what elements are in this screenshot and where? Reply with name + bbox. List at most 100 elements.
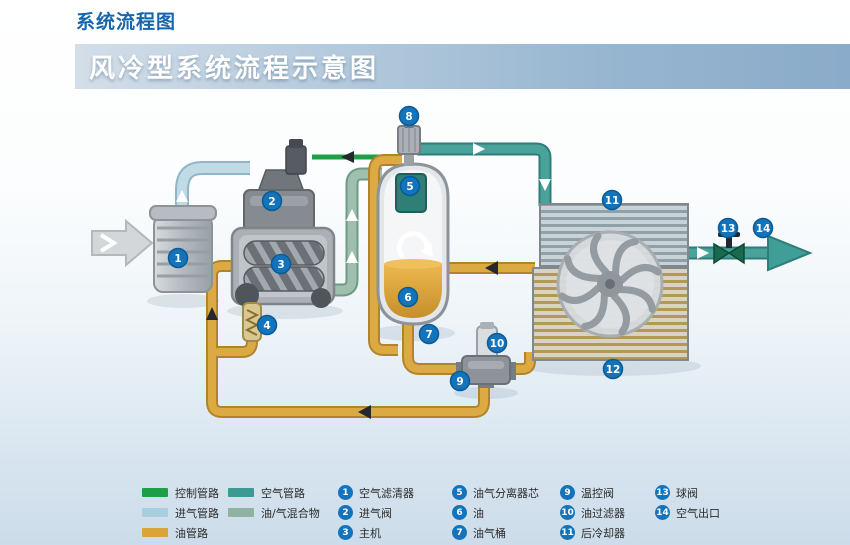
legend-items-col-4: 13 球阀 14 空气出口 bbox=[655, 485, 720, 520]
legend-badge: 2 bbox=[338, 505, 353, 520]
intake-valve bbox=[243, 139, 315, 233]
control-line-swatch bbox=[142, 488, 168, 497]
svg-text:3: 3 bbox=[277, 259, 284, 271]
legend-item: 2 进气阀 bbox=[338, 505, 414, 520]
legend-line-mixture: 油/气混合物 bbox=[228, 505, 320, 520]
flow-arrows bbox=[176, 143, 709, 419]
separator-tank bbox=[376, 162, 450, 326]
page-title: 系统流程图 bbox=[76, 11, 177, 33]
air-outlet-arrow-icon bbox=[767, 234, 813, 272]
legend-item: 10 油过滤器 bbox=[560, 505, 625, 520]
banner: 风冷型系统流程示意图 bbox=[75, 44, 850, 89]
legend-item: 11 后冷却器 bbox=[560, 525, 625, 540]
legend-badge: 11 bbox=[560, 525, 575, 540]
svg-text:11: 11 bbox=[605, 195, 620, 207]
legend-label: 油 bbox=[473, 506, 484, 520]
svg-text:1: 1 bbox=[174, 253, 181, 265]
legend-badge: 1 bbox=[338, 485, 353, 500]
legend-badge: 3 bbox=[338, 525, 353, 540]
legend-item: 3 主机 bbox=[338, 525, 414, 540]
flow-arrow-icon bbox=[206, 307, 218, 320]
flow-arrow-icon bbox=[346, 209, 358, 221]
badge-2: 2 bbox=[261, 190, 283, 212]
legend-label: 油气桶 bbox=[473, 526, 506, 540]
flow-arrow-icon bbox=[485, 261, 498, 275]
air-inlet-arrow-icon bbox=[91, 218, 154, 268]
badge-1: 1 bbox=[167, 247, 189, 269]
legend-label: 油/气混合物 bbox=[261, 506, 320, 520]
legend-label: 温控阀 bbox=[581, 486, 614, 500]
svg-text:12: 12 bbox=[606, 364, 621, 376]
legend-badge: 14 bbox=[655, 505, 670, 520]
flow-arrow-icon bbox=[473, 143, 485, 155]
flow-arrow-icon bbox=[346, 251, 358, 263]
legend-label: 后冷却器 bbox=[581, 526, 625, 540]
legend-label: 油过滤器 bbox=[581, 506, 625, 520]
legend-label: 控制管路 bbox=[175, 486, 219, 500]
flow-arrow-icon bbox=[341, 151, 354, 163]
legend-item: 14 空气出口 bbox=[655, 505, 720, 520]
flow-arrow-icon bbox=[176, 190, 188, 202]
svg-text:8: 8 bbox=[405, 111, 412, 123]
badge-6: 6 bbox=[397, 286, 419, 308]
legend-badge: 7 bbox=[452, 525, 467, 540]
air-line-swatch bbox=[228, 488, 254, 497]
legend-badge: 5 bbox=[452, 485, 467, 500]
svg-text:14: 14 bbox=[756, 223, 771, 235]
mixture-line-swatch bbox=[228, 508, 254, 517]
legend-label: 油管路 bbox=[175, 526, 208, 540]
legend-line-control: 控制管路 bbox=[142, 485, 219, 500]
legend-item: 7 油气桶 bbox=[452, 525, 539, 540]
badge-3: 3 bbox=[270, 253, 292, 275]
legend-label: 进气管路 bbox=[175, 506, 219, 520]
svg-text:7: 7 bbox=[425, 329, 432, 341]
legend-line-col-2: 空气管路 油/气混合物 bbox=[228, 485, 320, 520]
badge-12: 12 bbox=[602, 358, 624, 380]
legend-line-oil: 油管路 bbox=[142, 525, 219, 540]
svg-text:6: 6 bbox=[404, 292, 411, 304]
legend-label: 球阀 bbox=[676, 486, 698, 500]
flow-arrow-icon bbox=[539, 179, 551, 191]
oil-line-swatch bbox=[142, 528, 168, 537]
svg-text:2: 2 bbox=[268, 196, 275, 208]
legend-label: 空气管路 bbox=[261, 486, 305, 500]
legend-line-intake: 进气管路 bbox=[142, 505, 219, 520]
swirl-arrowhead-icon bbox=[421, 242, 433, 257]
legend-item: 13 球阀 bbox=[655, 485, 720, 500]
badge-4: 4 bbox=[256, 314, 278, 336]
banner-title: 风冷型系统流程示意图 bbox=[89, 54, 380, 84]
air-filter bbox=[149, 205, 217, 293]
legend-label: 空气滤清器 bbox=[359, 486, 414, 500]
intake-line-swatch bbox=[142, 508, 168, 517]
badge-11: 11 bbox=[601, 189, 623, 211]
legend-line-air: 空气管路 bbox=[228, 485, 320, 500]
svg-text:9: 9 bbox=[456, 376, 463, 388]
legend-badge: 13 bbox=[655, 485, 670, 500]
swirl-arrow-icon bbox=[396, 231, 430, 259]
cooling-fan bbox=[556, 230, 664, 338]
flow-arrow-icon bbox=[697, 247, 709, 259]
badge-7: 7 bbox=[418, 323, 440, 345]
legend-badge: 9 bbox=[560, 485, 575, 500]
badge-5: 5 bbox=[399, 175, 421, 197]
badge-14: 14 bbox=[752, 217, 774, 239]
legend-label: 主机 bbox=[359, 526, 381, 540]
legend-badge: 6 bbox=[452, 505, 467, 520]
svg-text:10: 10 bbox=[490, 338, 505, 350]
svg-text:13: 13 bbox=[721, 223, 736, 235]
legend-label: 空气出口 bbox=[676, 506, 720, 520]
svg-text:5: 5 bbox=[406, 181, 413, 193]
legend-badge: 10 bbox=[560, 505, 575, 520]
badge-10: 10 bbox=[486, 332, 508, 354]
legend-item: 9 温控阀 bbox=[560, 485, 625, 500]
flow-arrow-icon bbox=[358, 405, 371, 419]
legend-label: 进气阀 bbox=[359, 506, 392, 520]
badge-13: 13 bbox=[717, 217, 739, 239]
legend-line-col-1: 控制管路 进气管路 油管路 bbox=[142, 485, 219, 540]
